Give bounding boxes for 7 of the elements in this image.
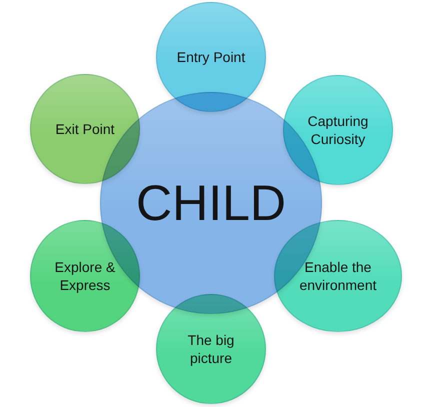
topic-label: Enable the environment <box>298 258 378 294</box>
topic-label: Explore & Express <box>54 258 116 294</box>
topic-label: Entry Point <box>176 48 246 66</box>
topic-label: The big picture <box>186 330 236 368</box>
topic-label: Capturing Curiosity <box>306 112 370 148</box>
topic-label: Exit Point <box>55 120 115 138</box>
center-label: CHILD <box>136 176 286 230</box>
